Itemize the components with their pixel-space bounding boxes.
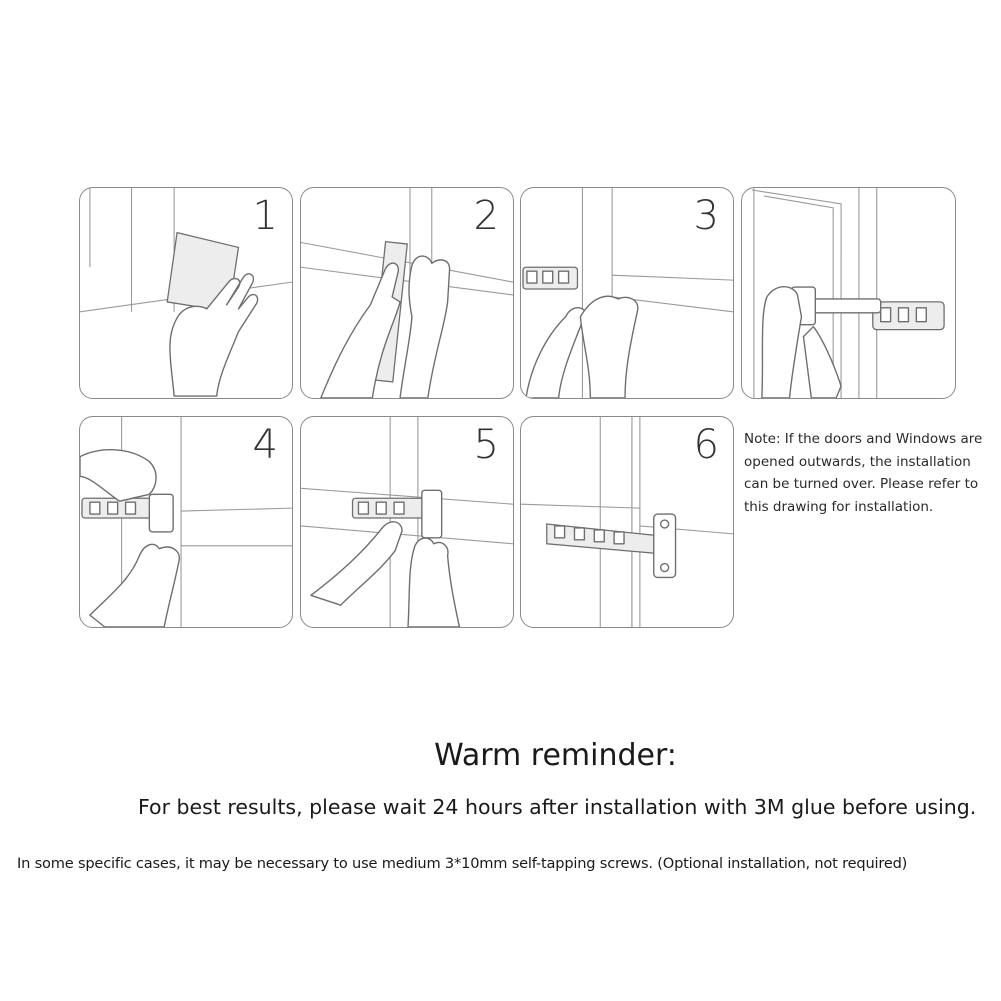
step-number: 5 (473, 422, 499, 468)
step-5-illustration (301, 417, 513, 627)
step-1-illustration (80, 188, 292, 397)
step-2-illustration (301, 188, 513, 398)
step-4-illustration (80, 417, 292, 627)
step-3-illustration (522, 188, 733, 398)
reminder-line-1: For best results, please wait 24 hours a… (138, 795, 977, 819)
installation-note: Note: If the doors and Windows are opene… (744, 431, 983, 515)
step-3b-panel (741, 187, 956, 399)
step-3b-illustration (751, 188, 945, 398)
step-1-panel: 1 (79, 187, 293, 399)
step-3-panel: 3 (520, 187, 734, 399)
step-number: 3 (693, 193, 719, 239)
reminder-line-2: In some specific cases, it may be necess… (17, 855, 908, 872)
step-number: 6 (693, 422, 719, 468)
step-6-illustration (521, 417, 733, 627)
step-5-panel: 5 (300, 416, 514, 628)
step-2-panel: 2 (300, 187, 514, 399)
reminder-title: Warm reminder: (434, 738, 677, 773)
step-number: 2 (473, 193, 499, 239)
step-number: 1 (252, 193, 278, 239)
step-4-panel: 4 (79, 416, 293, 628)
step-number: 4 (252, 422, 278, 468)
step-6-panel: 6 (520, 416, 734, 628)
